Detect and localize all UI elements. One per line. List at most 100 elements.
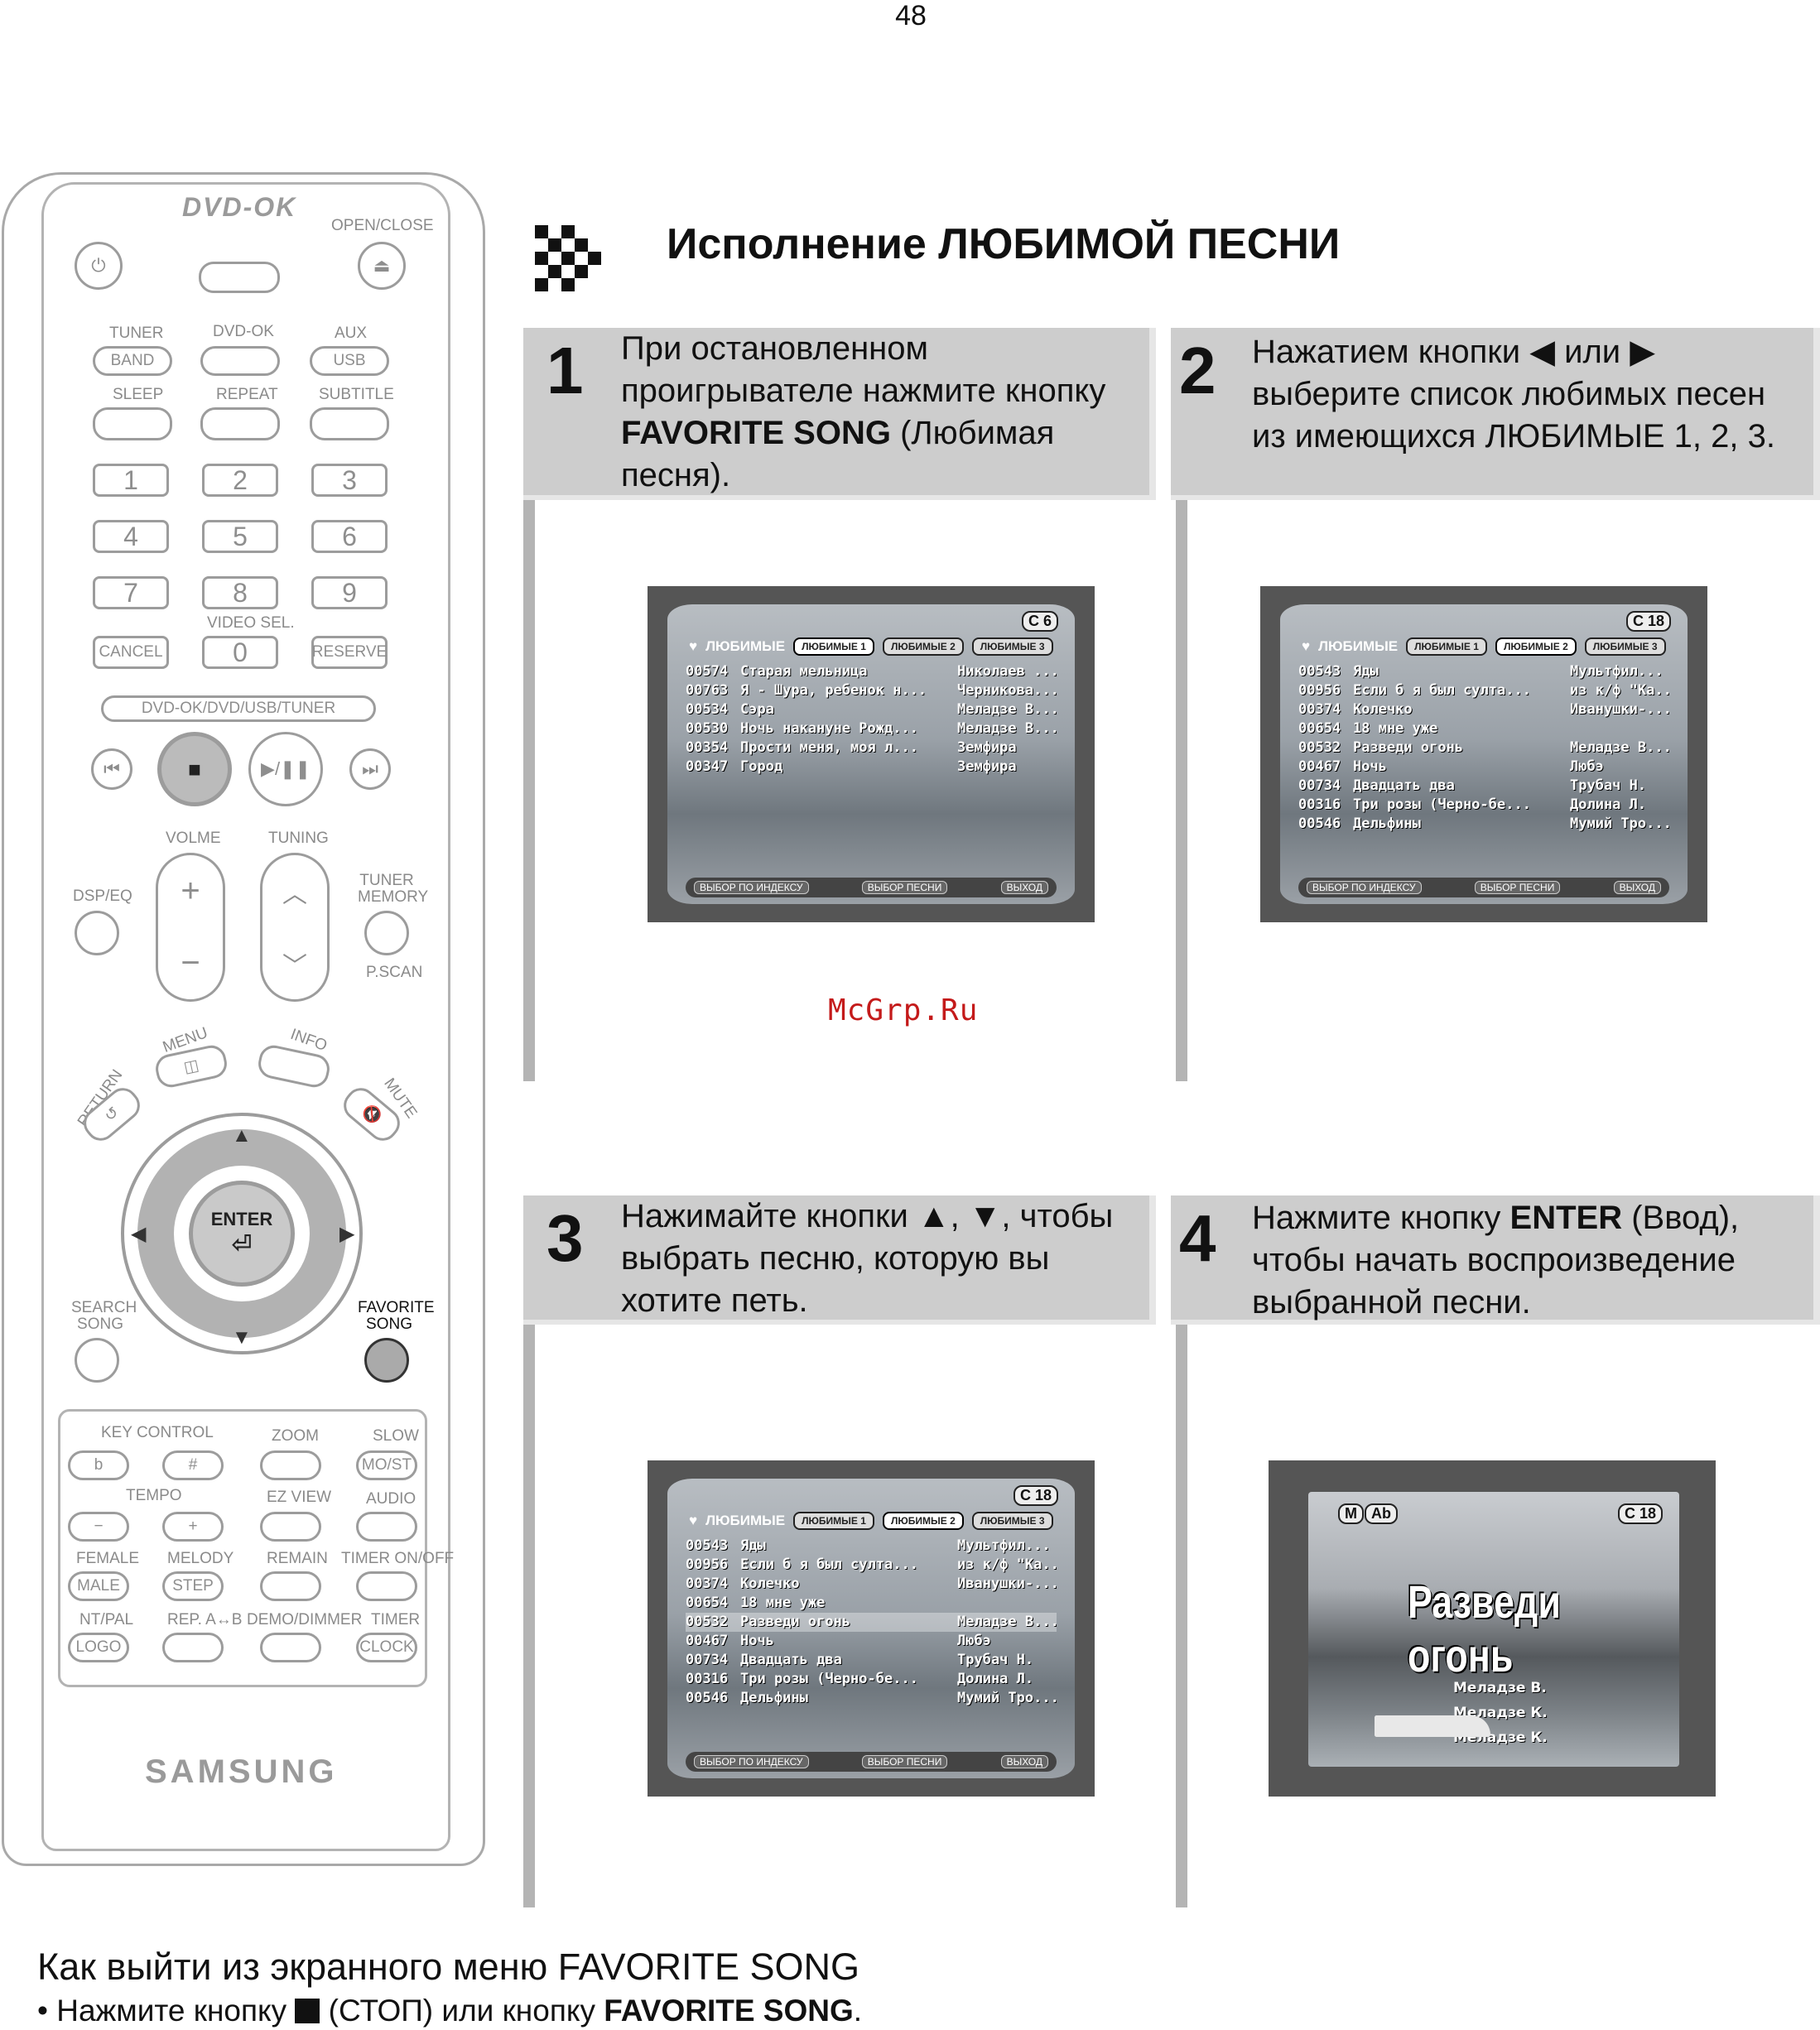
dsp-eq-button[interactable] <box>75 911 119 955</box>
screen-1-tab-2[interactable]: ЛЮБИМЫЕ 2 <box>882 637 964 656</box>
ez-view-button[interactable] <box>260 1512 321 1542</box>
digit-8-button[interactable]: 8 <box>202 576 278 609</box>
digit-0-button[interactable]: 0 <box>202 636 278 669</box>
digit-7-button[interactable]: 7 <box>93 576 169 609</box>
key-sharp-button[interactable]: # <box>162 1450 224 1480</box>
rep-ab-button[interactable] <box>162 1633 224 1662</box>
step-1-number: 1 <box>546 334 584 407</box>
arrow-right-icon[interactable]: ▶ <box>339 1223 355 1245</box>
dvd-ok-logo: DVD-OK <box>182 192 297 222</box>
song-title: Город <box>740 758 783 775</box>
zoom-button[interactable] <box>260 1450 321 1480</box>
clock-button[interactable]: CLOCK <box>356 1633 417 1662</box>
arrow-up-icon[interactable]: ▲ <box>232 1124 252 1147</box>
audio-button[interactable] <box>356 1512 417 1542</box>
screen-2-tab-1[interactable]: ЛЮБИМЫЕ 1 <box>1406 637 1487 656</box>
step-2-rule <box>1176 500 1187 1081</box>
digit-2-button[interactable]: 2 <box>202 464 278 497</box>
return-button[interactable]: ↺ <box>77 1081 147 1147</box>
reserve-button[interactable]: RESERVE <box>311 636 388 669</box>
next-button[interactable]: ⏭ <box>349 748 391 790</box>
demo-dimmer-button[interactable] <box>260 1633 321 1662</box>
blank-button[interactable] <box>199 262 280 293</box>
usb-button[interactable]: USB <box>310 346 389 376</box>
volume-rocker[interactable]: +− <box>156 853 225 1002</box>
tuner-memory-button[interactable] <box>364 911 409 955</box>
screen-2-tab-2[interactable]: ЛЮБИМЫЕ 2 <box>1495 637 1577 656</box>
stop-button[interactable]: ■ <box>157 732 232 806</box>
source-select-button[interactable]: DVD-OK/DVD/USB/TUNER <box>101 695 376 722</box>
previous-button[interactable]: ⏮ <box>91 748 132 790</box>
step-button[interactable]: STEP <box>162 1571 224 1601</box>
digit-1-button[interactable]: 1 <box>93 464 169 497</box>
band-button[interactable]: BAND <box>93 346 172 376</box>
ship-image <box>1375 1715 1490 1737</box>
power-button[interactable]: ⏻ <box>75 242 123 290</box>
dvd-ok-button[interactable] <box>200 346 280 376</box>
digit-6-button[interactable]: 6 <box>311 520 388 553</box>
enter-button[interactable]: ENTER ⏎ <box>189 1181 295 1287</box>
play-pause-button[interactable]: ▶/❚❚ <box>248 732 323 806</box>
cancel-button[interactable]: CANCEL <box>93 636 169 669</box>
mo-st-button[interactable]: MO/ST <box>356 1450 417 1480</box>
logo-button[interactable]: LOGO <box>68 1633 129 1662</box>
remain-button[interactable] <box>260 1571 321 1601</box>
arrow-left-icon[interactable]: ◀ <box>131 1223 147 1245</box>
song-title: Прости меня, моя л... <box>740 739 918 756</box>
key-flat-button[interactable]: b <box>68 1450 129 1480</box>
screen-3-tab-3[interactable]: ЛЮБИМЫЕ 3 <box>971 1512 1053 1530</box>
subtitle-button[interactable] <box>310 407 389 440</box>
digit-4-button[interactable]: 4 <box>93 520 169 553</box>
page-number: 48 <box>895 0 927 31</box>
screen-1-tab-3[interactable]: ЛЮБИМЫЕ 3 <box>971 637 1053 656</box>
arrow-down-icon[interactable]: ▼ <box>232 1326 252 1349</box>
screen-1-footer-select: ВЫБОР ПЕСНИ <box>861 881 948 894</box>
tuning-rocker[interactable]: ︿﹀ <box>260 853 330 1002</box>
screen-2-tab-3[interactable]: ЛЮБИМЫЕ 3 <box>1584 637 1666 656</box>
screen-3-tab-2[interactable]: ЛЮБИМЫЕ 2 <box>882 1512 964 1530</box>
song-title: 18 мне уже <box>1353 720 1438 737</box>
tempo-up-button[interactable]: + <box>162 1512 224 1542</box>
search-song-button[interactable] <box>75 1338 119 1383</box>
tempo-down-button[interactable]: − <box>68 1512 129 1542</box>
digit-3-button[interactable]: 3 <box>311 464 388 497</box>
repeat-button[interactable] <box>200 407 280 440</box>
skip-back-icon: ⏮ <box>104 758 120 779</box>
open-close-button[interactable]: ⏏ <box>358 242 406 290</box>
favorite-song-button[interactable] <box>364 1338 409 1383</box>
sleep-button[interactable] <box>93 407 172 440</box>
aux-label: AUX <box>335 325 368 342</box>
song-title: Дельфины <box>1353 815 1421 832</box>
digit-9-button[interactable]: 9 <box>311 576 388 609</box>
screen-1-tab-1[interactable]: ЛЮБИМЫЕ 1 <box>793 637 874 656</box>
play-pause-icon: ▶/❚❚ <box>261 758 311 779</box>
digit-5-button[interactable]: 5 <box>202 520 278 553</box>
timer-on-off-button[interactable] <box>356 1571 417 1601</box>
male-button[interactable]: MALE <box>68 1571 129 1601</box>
screen-3-tab-1[interactable]: ЛЮБИМЫЕ 1 <box>793 1512 874 1530</box>
